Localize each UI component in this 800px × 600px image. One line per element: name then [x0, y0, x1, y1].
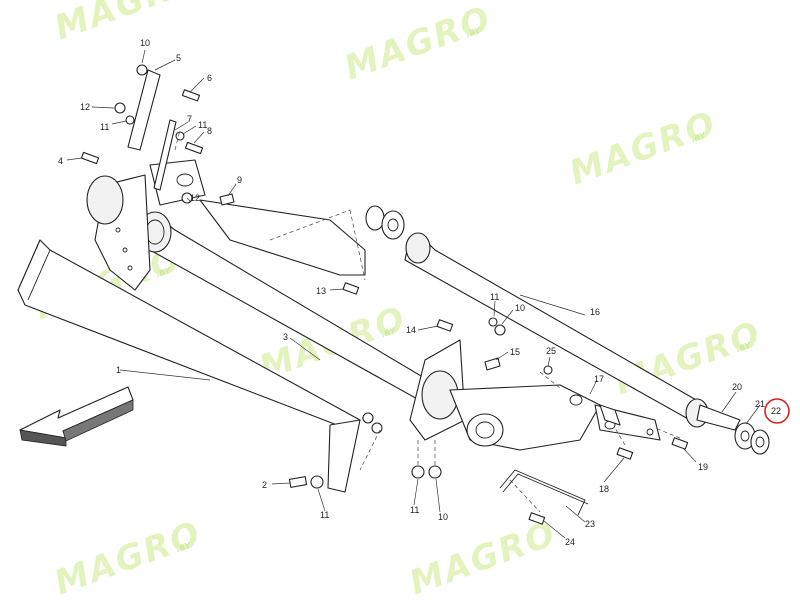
part-23-rod: [499, 469, 589, 516]
part-5-strip: [127, 69, 161, 151]
watermark-brand: MAGRO: [564, 103, 722, 193]
part-20-shaft: [696, 404, 741, 431]
callout-11: 11: [320, 510, 329, 520]
leader-lines: [66, 49, 761, 539]
assembly-guide-lines: [174, 129, 681, 513]
callout-24: 24: [565, 537, 575, 547]
callout-25: 25: [546, 346, 556, 356]
direction-arrow-icon: [19, 386, 134, 447]
callout-20: 20: [732, 382, 742, 392]
callout-10: 10: [140, 38, 150, 48]
part-7-rod: [153, 119, 177, 191]
callout-12: 12: [80, 102, 90, 112]
callout-16: 16: [590, 307, 600, 317]
callout-9: 9: [237, 175, 242, 185]
callout-12: 12: [190, 193, 200, 203]
callout-19: 19: [698, 462, 708, 472]
callout-10: 10: [515, 303, 525, 313]
callout-22: 22: [771, 406, 781, 416]
callout-3: 3: [283, 332, 288, 342]
hardware-small-parts: [80, 64, 689, 525]
callout-11: 11: [410, 505, 419, 515]
watermark-brand: MAGRO: [339, 0, 497, 88]
callout-11: 11: [198, 120, 207, 130]
callout-5: 5: [176, 53, 181, 63]
callout-14: 14: [406, 325, 416, 335]
part-22-washer: [750, 429, 770, 455]
highlight-circle-part-22[interactable]: [764, 398, 790, 424]
watermark-brand: MAGRO: [49, 513, 207, 600]
callout-11: 11: [490, 292, 499, 302]
part-16-roller: [404, 232, 709, 428]
callout-11: 11: [100, 122, 109, 132]
callout-8: 8: [207, 126, 212, 136]
watermark-brand: MAGRO: [49, 0, 207, 48]
callout-4: 4: [58, 156, 63, 166]
callout-2: 2: [262, 480, 267, 490]
part-17-pin: [599, 404, 621, 426]
callout-10: 10: [438, 512, 448, 522]
washer-pair-upper: [365, 205, 405, 240]
callout-1: 1: [116, 365, 121, 375]
upper-arm-bracket: [199, 199, 366, 281]
callout-21: 21: [755, 399, 765, 409]
callout-labels: 1 2 3 4 5 6 7 8 9 10 10 10 11 11 11 11 1…: [58, 38, 781, 547]
watermark-brand: MAGRO: [609, 313, 767, 403]
watermark-brand: MAGRO: [404, 513, 562, 600]
callout-15: 15: [510, 347, 520, 357]
callout-18: 18: [599, 484, 609, 494]
callout-13: 13: [316, 286, 326, 296]
callout-7: 7: [187, 114, 192, 124]
callout-6: 6: [207, 73, 212, 83]
callout-23: 23: [585, 519, 595, 529]
right-bracket-assembly: [409, 339, 661, 451]
part-1-guard-plate: [17, 239, 361, 493]
callout-17: 17: [594, 374, 604, 384]
left-bracket-assembly: [86, 159, 206, 291]
